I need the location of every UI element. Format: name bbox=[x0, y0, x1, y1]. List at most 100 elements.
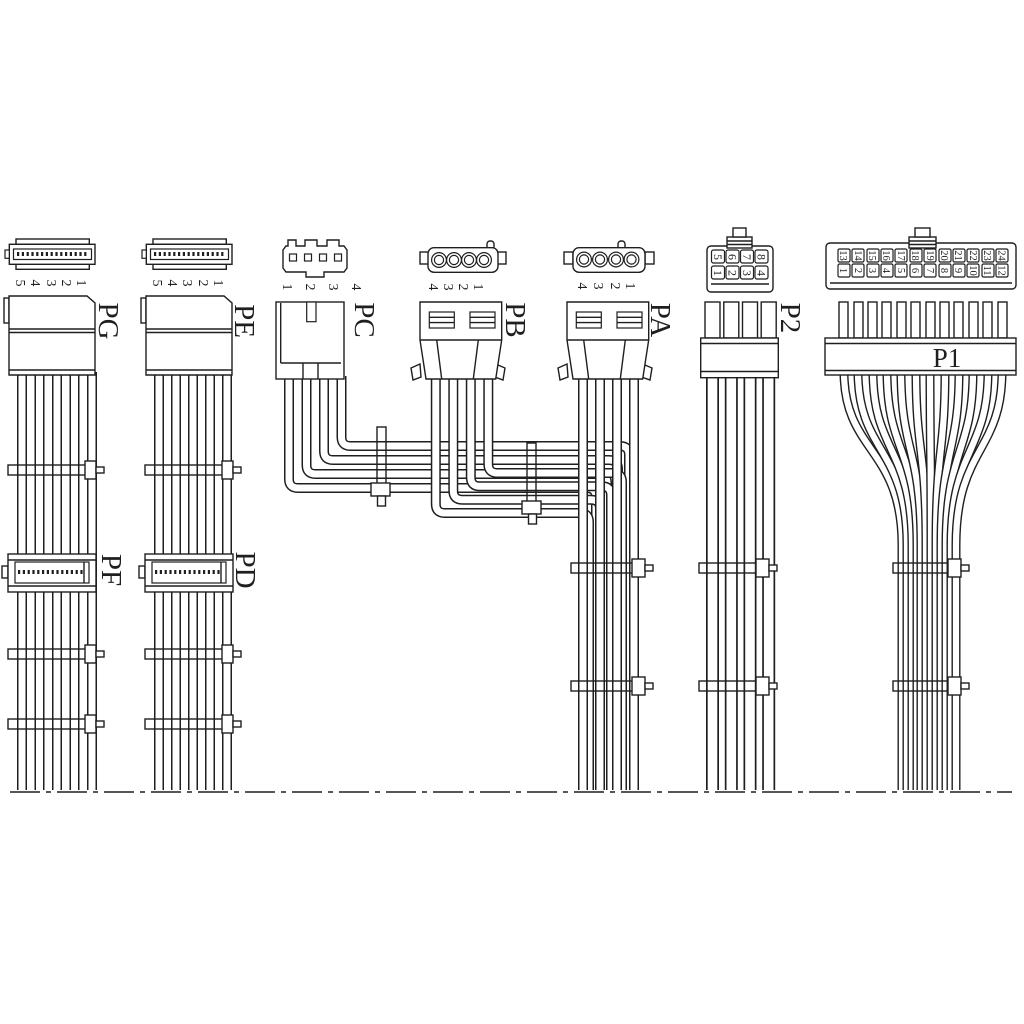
cable-tie bbox=[570, 558, 654, 578]
svg-text:1: 1 bbox=[73, 280, 88, 287]
pa-pin-numbers: 4 3 2 1 bbox=[574, 283, 637, 290]
svg-text:1: 1 bbox=[470, 284, 485, 291]
svg-text:2: 2 bbox=[455, 284, 470, 291]
p1-body: P1 bbox=[824, 301, 1017, 376]
svg-text:3: 3 bbox=[440, 284, 455, 291]
pb-label: PB bbox=[499, 302, 531, 337]
p1-wires bbox=[839, 371, 1007, 790]
svg-text:20: 20 bbox=[938, 250, 949, 261]
svg-text:13: 13 bbox=[837, 250, 848, 261]
svg-text:5: 5 bbox=[149, 280, 164, 287]
pe-pin-numbers: 5 4 3 2 1 bbox=[149, 280, 225, 287]
pg-top-view bbox=[4, 238, 96, 270]
svg-text:4: 4 bbox=[27, 280, 42, 287]
pb-pin-numbers: 4 3 2 1 bbox=[425, 284, 485, 291]
svg-text:3: 3 bbox=[590, 283, 605, 290]
pa-wires bbox=[578, 374, 639, 790]
pb-body bbox=[410, 301, 506, 381]
cable-tie bbox=[144, 460, 242, 480]
cable-tie bbox=[698, 558, 778, 578]
pb-top-view bbox=[419, 240, 507, 273]
svg-text:1: 1 bbox=[210, 280, 225, 287]
pe-label: PE bbox=[228, 304, 260, 338]
svg-text:7: 7 bbox=[924, 268, 935, 273]
svg-text:15: 15 bbox=[866, 250, 877, 261]
svg-text:5: 5 bbox=[12, 280, 27, 287]
pc-pin-numbers: 1 2 3 4 bbox=[279, 284, 363, 291]
pd-label: PD bbox=[229, 551, 261, 588]
pg-body bbox=[3, 295, 96, 376]
svg-text:4: 4 bbox=[164, 280, 179, 287]
svg-text:4: 4 bbox=[880, 268, 891, 274]
pa-top-view bbox=[563, 240, 655, 273]
svg-text:3: 3 bbox=[179, 280, 194, 287]
svg-text:2: 2 bbox=[195, 280, 210, 287]
p2-wires bbox=[706, 374, 776, 790]
svg-text:2: 2 bbox=[58, 280, 73, 287]
svg-text:14: 14 bbox=[852, 250, 863, 261]
cable-tie bbox=[570, 676, 654, 696]
svg-text:19: 19 bbox=[924, 250, 935, 261]
cable-tie bbox=[7, 714, 105, 734]
pe-body bbox=[140, 295, 233, 376]
svg-text:5: 5 bbox=[895, 268, 906, 273]
cable-tie bbox=[144, 714, 242, 734]
pf-label: PF bbox=[95, 554, 127, 586]
pe-top-view bbox=[141, 238, 233, 270]
svg-text:10: 10 bbox=[967, 265, 978, 276]
svg-text:17: 17 bbox=[895, 250, 906, 261]
svg-text:4: 4 bbox=[425, 284, 440, 291]
svg-text:3: 3 bbox=[325, 284, 340, 291]
pc-body bbox=[275, 301, 345, 380]
cable-tie bbox=[7, 460, 105, 480]
svg-text:16: 16 bbox=[880, 250, 891, 261]
svg-text:1: 1 bbox=[711, 270, 725, 276]
cable-tie bbox=[144, 644, 242, 664]
cable-tie bbox=[7, 644, 105, 664]
svg-text:1: 1 bbox=[279, 284, 294, 291]
svg-text:23: 23 bbox=[981, 250, 992, 261]
svg-text:8: 8 bbox=[755, 254, 769, 260]
p1-face-view: 13 14 15 16 17 18 19 20 21 22 23 24 1 2 … bbox=[825, 227, 1017, 290]
p2-body bbox=[700, 301, 780, 379]
svg-text:3: 3 bbox=[740, 270, 754, 276]
pg-label: PG bbox=[92, 302, 124, 339]
svg-text:24: 24 bbox=[996, 250, 1007, 261]
p2-face-view: 5 6 7 8 1 2 3 4 bbox=[706, 227, 774, 293]
svg-text:6: 6 bbox=[909, 268, 920, 273]
cable-tie bbox=[892, 676, 970, 696]
svg-text:2: 2 bbox=[302, 284, 317, 291]
pc-label: PC bbox=[348, 302, 380, 337]
svg-text:3: 3 bbox=[43, 280, 58, 287]
pa-body bbox=[557, 301, 653, 381]
svg-text:2: 2 bbox=[607, 283, 622, 290]
svg-text:22: 22 bbox=[967, 250, 978, 261]
svg-text:4: 4 bbox=[755, 270, 769, 276]
svg-text:7: 7 bbox=[740, 254, 754, 260]
svg-text:5: 5 bbox=[711, 254, 725, 260]
svg-text:21: 21 bbox=[952, 250, 963, 261]
pa-label: PA bbox=[644, 303, 676, 337]
cable-tie bbox=[892, 558, 970, 578]
cable-tie bbox=[521, 442, 542, 525]
svg-text:8: 8 bbox=[938, 268, 949, 273]
p1-label: P1 bbox=[933, 343, 962, 373]
svg-text:4: 4 bbox=[574, 283, 589, 290]
svg-text:4: 4 bbox=[348, 284, 363, 291]
svg-text:12: 12 bbox=[996, 265, 1007, 276]
svg-text:2: 2 bbox=[726, 270, 740, 276]
svg-text:1: 1 bbox=[837, 268, 848, 273]
connector-pf bbox=[1, 553, 97, 593]
cable-tie bbox=[370, 426, 391, 507]
svg-text:9: 9 bbox=[952, 268, 963, 273]
svg-text:3: 3 bbox=[866, 268, 877, 273]
p2-label: P2 bbox=[774, 303, 806, 334]
svg-text:6: 6 bbox=[726, 254, 740, 260]
svg-text:1: 1 bbox=[622, 283, 637, 290]
cable-tie bbox=[698, 676, 778, 696]
pg-pin-numbers: 5 4 3 2 1 bbox=[12, 280, 88, 287]
pc-top-view bbox=[282, 239, 348, 278]
connector-pd bbox=[138, 553, 234, 593]
